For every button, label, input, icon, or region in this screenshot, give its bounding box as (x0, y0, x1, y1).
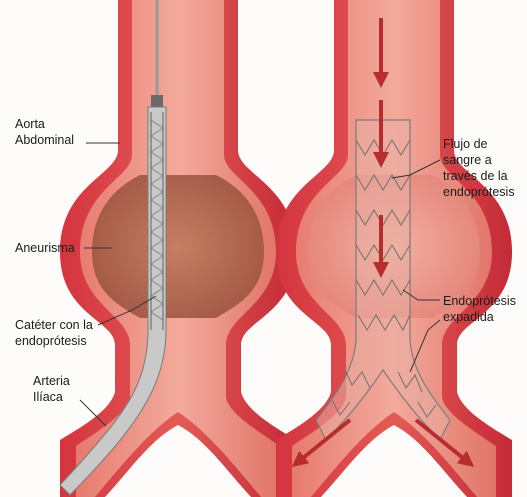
label-flow-line2: sangre a (443, 152, 515, 168)
label-catheter-line1: Catéter con la (15, 317, 93, 333)
right-vessel (276, 0, 512, 497)
label-flow-line1: Flujo de (443, 136, 515, 152)
label-flow-line4: endoprótesis (443, 184, 515, 200)
label-flow-line3: través de la (443, 168, 515, 184)
label-aorta-line1: Aorta (15, 116, 74, 132)
label-graft-line2: expadida (443, 309, 516, 325)
label-flow: Flujo de sangre a través de la endopróte… (443, 136, 515, 200)
label-aneurysm: Aneurisma (15, 240, 75, 256)
label-graft-line1: Endoprótesis (443, 293, 516, 309)
label-iliac-line1: Arteria (33, 373, 70, 389)
catheter-tip (151, 95, 163, 107)
label-iliac-line2: Ilíaca (33, 389, 70, 405)
label-graft: Endoprótesis expadida (443, 293, 516, 325)
label-aorta: Aorta Abdominal (15, 116, 74, 148)
label-iliac: Arteria Ilíaca (33, 373, 70, 405)
label-catheter: Catéter con la endoprótesis (15, 317, 93, 349)
left-aneurysm-sac (92, 175, 264, 318)
label-aorta-line2: Abdominal (15, 132, 74, 148)
label-catheter-line2: endoprótesis (15, 333, 93, 349)
